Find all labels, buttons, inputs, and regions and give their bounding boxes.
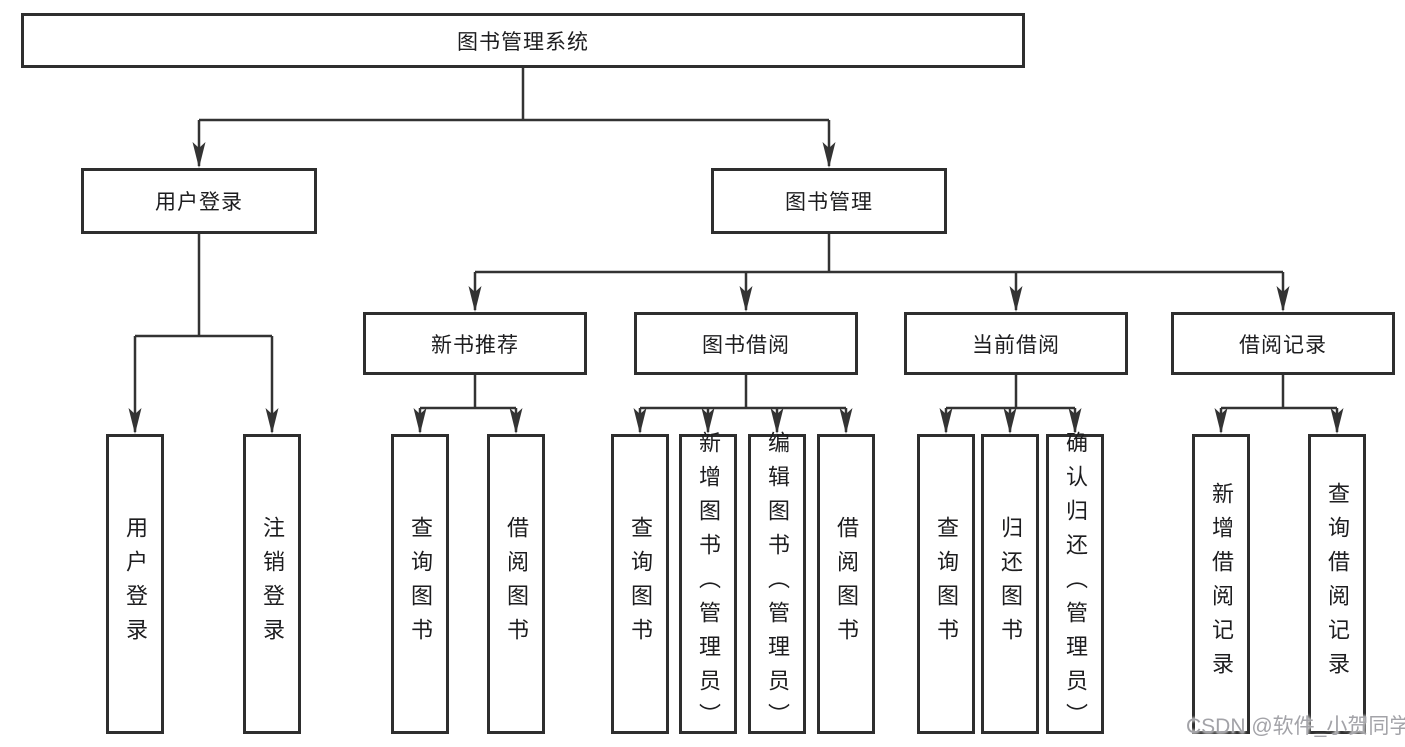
leaf-borrow-books-label: 借阅图书	[834, 516, 859, 652]
leaf-logout-label: 注销登录	[260, 516, 285, 652]
leaf-return-books-label: 归还图书	[998, 516, 1023, 652]
leaf-query-borrow-record: 查询借阅记录	[1308, 434, 1366, 734]
leaf-edit-books-admin: 编辑图书（管理员）	[748, 431, 806, 737]
leaf-add-books-admin: 新增图书（管理员）	[679, 431, 737, 737]
leaf-borrow-books: 借阅图书	[817, 434, 875, 734]
node-book-borrow: 图书借阅	[634, 312, 858, 375]
leaf-query-borrow-record-label: 查询借阅记录	[1325, 482, 1350, 686]
node-book-management: 图书管理	[711, 168, 947, 234]
leaf-query-books-current: 查询图书	[917, 434, 975, 734]
leaf-query-books-recommend: 查询图书	[391, 434, 449, 734]
leaf-query-books-current-label: 查询图书	[934, 516, 959, 652]
node-current-borrow: 当前借阅	[904, 312, 1128, 375]
node-borrow-record: 借阅记录	[1171, 312, 1395, 375]
leaf-return-books: 归还图书	[981, 434, 1039, 734]
leaf-add-books-admin-label: 新增图书（管理员）	[696, 431, 721, 737]
leaf-query-books-borrow: 查询图书	[611, 434, 669, 734]
leaf-confirm-return-admin-label: 确认归还（管理员）	[1063, 431, 1088, 737]
node-new-book-recommend: 新书推荐	[363, 312, 587, 375]
csdn-watermark: CSDN @软件_小贺同学	[1186, 715, 1405, 738]
leaf-logout: 注销登录	[243, 434, 301, 734]
leaf-user-login-label: 用户登录	[123, 516, 148, 652]
leaf-add-borrow-record-label: 新增借阅记录	[1209, 482, 1234, 686]
node-user-login: 用户登录	[81, 168, 317, 234]
leaf-edit-books-admin-label: 编辑图书（管理员）	[765, 431, 790, 737]
leaf-add-borrow-record: 新增借阅记录	[1192, 434, 1250, 734]
leaf-borrow-books-recommend: 借阅图书	[487, 434, 545, 734]
leaf-query-books-borrow-label: 查询图书	[628, 516, 653, 652]
leaf-query-books-recommend-label: 查询图书	[408, 516, 433, 652]
leaf-user-login: 用户登录	[106, 434, 164, 734]
leaf-borrow-books-recommend-label: 借阅图书	[504, 516, 529, 652]
node-library-management-system: 图书管理系统	[21, 13, 1025, 68]
leaf-confirm-return-admin: 确认归还（管理员）	[1046, 431, 1104, 737]
